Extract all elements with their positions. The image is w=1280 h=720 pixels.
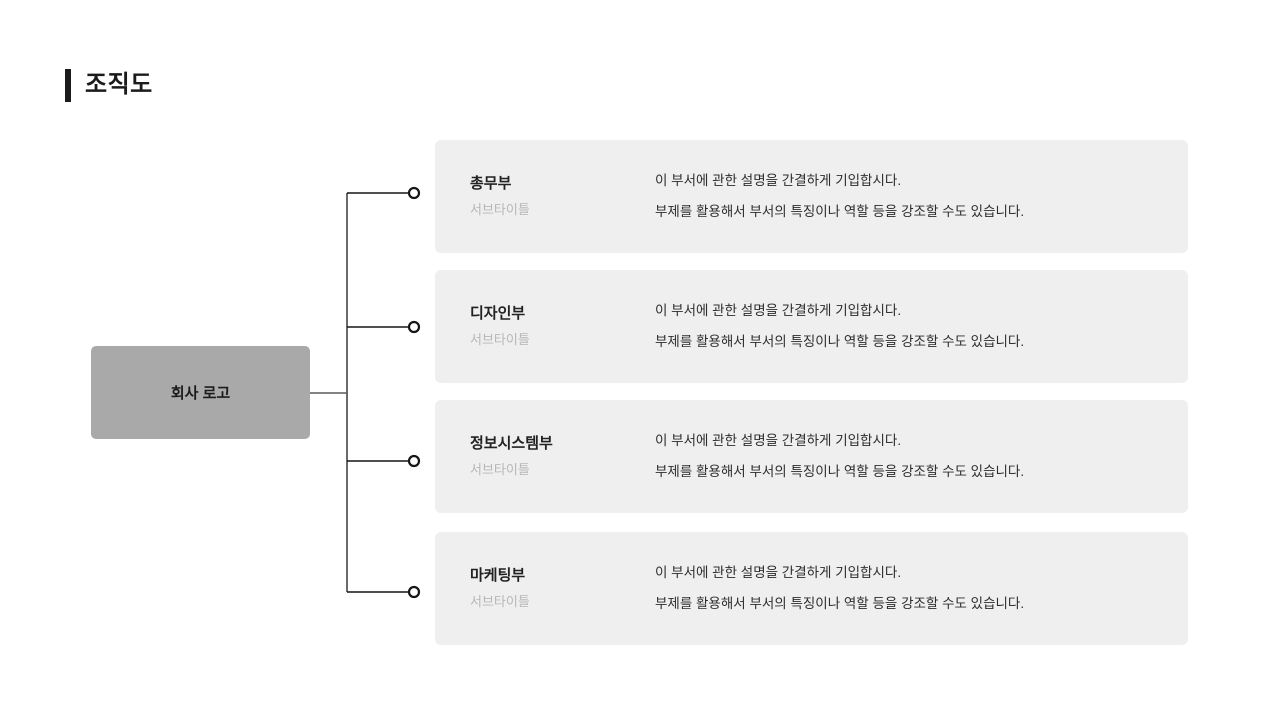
department-card-heading: 정보시스템부 서브타이틀 [470, 434, 655, 478]
department-subtitle: 서브타이틀 [470, 593, 530, 609]
department-name: 정보시스템부 [470, 435, 553, 453]
department-subtitle: 서브타이틀 [470, 201, 530, 217]
department-card-inner: 정보시스템부 서브타이틀 이 부서에 관한 설명을 간결하게 기입합시다. 부제… [435, 400, 1188, 513]
connector-node-circle-1 [407, 186, 421, 200]
connector-node-circle-3 [407, 454, 421, 468]
department-description-line-2: 부제를 활용해서 부서의 특징이나 역할 등을 강조할 수도 있습니다. [655, 464, 1025, 479]
root-node-label: 회사 로고 [170, 385, 231, 402]
department-description: 이 부서에 관한 설명을 간결하게 기입합시다. 부제를 활용해서 부서의 특징… [655, 432, 1188, 481]
department-description: 이 부서에 관한 설명을 간결하게 기입합시다. 부제를 활용해서 부서의 특징… [655, 302, 1188, 351]
department-description-line-1: 이 부서에 관한 설명을 간결하게 기입합시다. [655, 564, 902, 580]
page-title: 조직도 [65, 66, 153, 104]
department-name: 마케팅부 [470, 567, 526, 585]
department-description: 이 부서에 관한 설명을 간결하게 기입합시다. 부제를 활용해서 부서의 특징… [655, 564, 1188, 613]
department-description-line-1: 이 부서에 관한 설명을 간결하게 기입합시다. [655, 172, 902, 188]
title-accent-bar [65, 68, 71, 102]
department-card-heading: 디자인부 서브타이틀 [470, 304, 655, 348]
department-description-line-2: 부제를 활용해서 부서의 특징이나 역할 등을 강조할 수도 있습니다. [655, 596, 1025, 611]
department-card-inner: 디자인부 서브타이틀 이 부서에 관한 설명을 간결하게 기입합시다. 부제를 … [435, 270, 1188, 383]
department-card-heading: 마케팅부 서브타이틀 [470, 566, 655, 610]
page-title-text: 조직도 [85, 71, 153, 98]
department-card-heading: 총무부 서브타이틀 [470, 174, 655, 218]
department-description: 이 부서에 관한 설명을 간결하게 기입합시다. 부제를 활용해서 부서의 특징… [655, 172, 1188, 221]
department-card[interactable]: 총무부 서브타이틀 이 부서에 관한 설명을 간결하게 기입합시다. 부제를 활… [435, 140, 1188, 253]
department-name: 총무부 [470, 175, 512, 193]
department-description-line-1: 이 부서에 관한 설명을 간결하게 기입합시다. [655, 432, 902, 448]
department-description-line-2: 부제를 활용해서 부서의 특징이나 역할 등을 강조할 수도 있습니다. [655, 334, 1025, 349]
department-card-inner: 총무부 서브타이틀 이 부서에 관한 설명을 간결하게 기입합시다. 부제를 활… [435, 140, 1188, 253]
department-description-line-2: 부제를 활용해서 부서의 특징이나 역할 등을 강조할 수도 있습니다. [655, 204, 1025, 219]
department-name: 디자인부 [470, 305, 526, 323]
connector-node-circle-4 [407, 585, 421, 599]
department-subtitle: 서브타이틀 [470, 331, 530, 347]
root-node-company-logo[interactable]: 회사 로고 [91, 346, 310, 439]
department-card[interactable]: 디자인부 서브타이틀 이 부서에 관한 설명을 간결하게 기입합시다. 부제를 … [435, 270, 1188, 383]
department-card[interactable]: 마케팅부 서브타이틀 이 부서에 관한 설명을 간결하게 기입합시다. 부제를 … [435, 532, 1188, 645]
department-subtitle: 서브타이틀 [470, 461, 530, 477]
connector-node-circle-2 [407, 320, 421, 334]
department-card-inner: 마케팅부 서브타이틀 이 부서에 관한 설명을 간결하게 기입합시다. 부제를 … [435, 532, 1188, 645]
department-description-line-1: 이 부서에 관한 설명을 간결하게 기입합시다. [655, 302, 902, 318]
department-card[interactable]: 정보시스템부 서브타이틀 이 부서에 관한 설명을 간결하게 기입합시다. 부제… [435, 400, 1188, 513]
